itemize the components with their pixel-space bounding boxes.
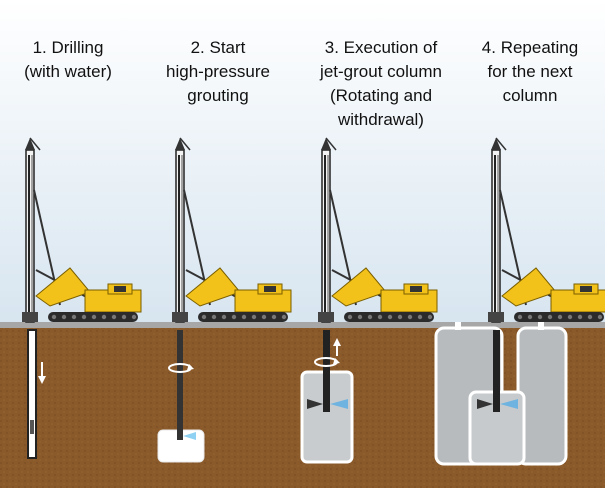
rotation-arrow-icon bbox=[314, 357, 340, 367]
drilling-rig-1 bbox=[22, 137, 142, 323]
step-4-line-2: for the next bbox=[487, 62, 573, 81]
step-1-line-1: 1. Drilling bbox=[32, 38, 104, 57]
drilling-rig-4 bbox=[488, 137, 605, 323]
step-2-title: 2. Start high-pressure grouting bbox=[143, 36, 293, 108]
drill-rod-2 bbox=[177, 330, 183, 440]
down-arrow-icon bbox=[38, 362, 46, 384]
step-1-line-2: (with water) bbox=[24, 62, 112, 81]
step-3-line-2: jet-grout column bbox=[320, 62, 442, 81]
ground-surface bbox=[0, 322, 605, 328]
step-2-line-3: grouting bbox=[187, 86, 249, 105]
step-4-line-1: 4. Repeating bbox=[481, 38, 579, 57]
drill-rod-1 bbox=[27, 329, 37, 459]
step-4-line-3: column bbox=[502, 86, 558, 105]
rotation-arrow-icon bbox=[168, 363, 194, 373]
step-1-title: 1. Drilling (with water) bbox=[0, 36, 143, 84]
step-2-line-2: high-pressure bbox=[166, 62, 270, 81]
step4-columns bbox=[434, 322, 568, 466]
step-2-line-1: 2. Start bbox=[190, 38, 246, 57]
drilling-rig-3 bbox=[318, 137, 438, 323]
drilling-rig-2 bbox=[172, 137, 292, 323]
step-3-line-3: (Rotating and bbox=[329, 86, 433, 105]
step-4-title: 4. Repeating for the next column bbox=[455, 36, 605, 108]
step-3-title: 3. Execution of jet-grout column (Rotati… bbox=[306, 36, 456, 132]
drill-rod-4 bbox=[493, 330, 500, 412]
drill-rods bbox=[27, 329, 518, 459]
step-3-line-4: withdrawal) bbox=[338, 110, 424, 129]
drill-rod-3 bbox=[323, 330, 330, 412]
step-3-line-1: 3. Execution of bbox=[324, 38, 438, 57]
up-arrow-icon bbox=[333, 338, 341, 356]
